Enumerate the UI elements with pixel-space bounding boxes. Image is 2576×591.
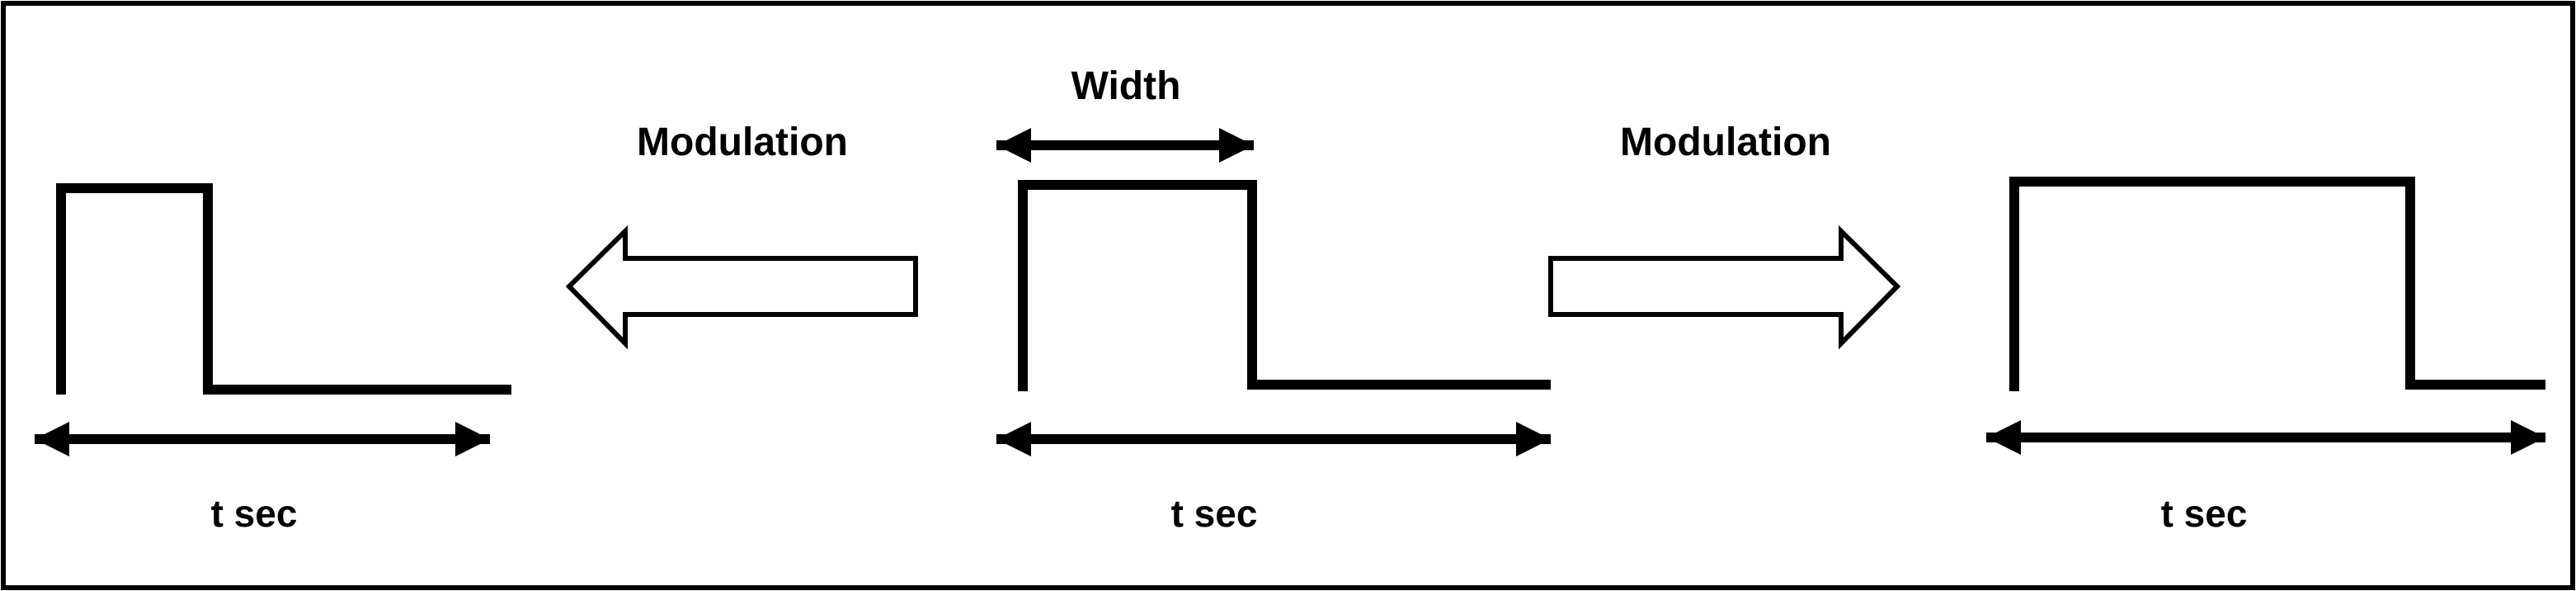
left-modulation-label: Modulation [637, 121, 848, 164]
left-period-label: t sec [211, 492, 298, 535]
center-period-label: t sec [1171, 492, 1258, 535]
right-period-label: t sec [2161, 492, 2248, 535]
narrow-pulse-waveform [56, 183, 511, 395]
width-label: Width [1071, 64, 1181, 108]
original-pulse-waveform [1018, 180, 1551, 391]
right-modulation-label: Modulation [1620, 121, 1831, 164]
wide-pulse-waveform [2009, 177, 2545, 391]
left-modulation-arrow [565, 225, 918, 350]
right-modulation-arrow [1548, 225, 1901, 350]
